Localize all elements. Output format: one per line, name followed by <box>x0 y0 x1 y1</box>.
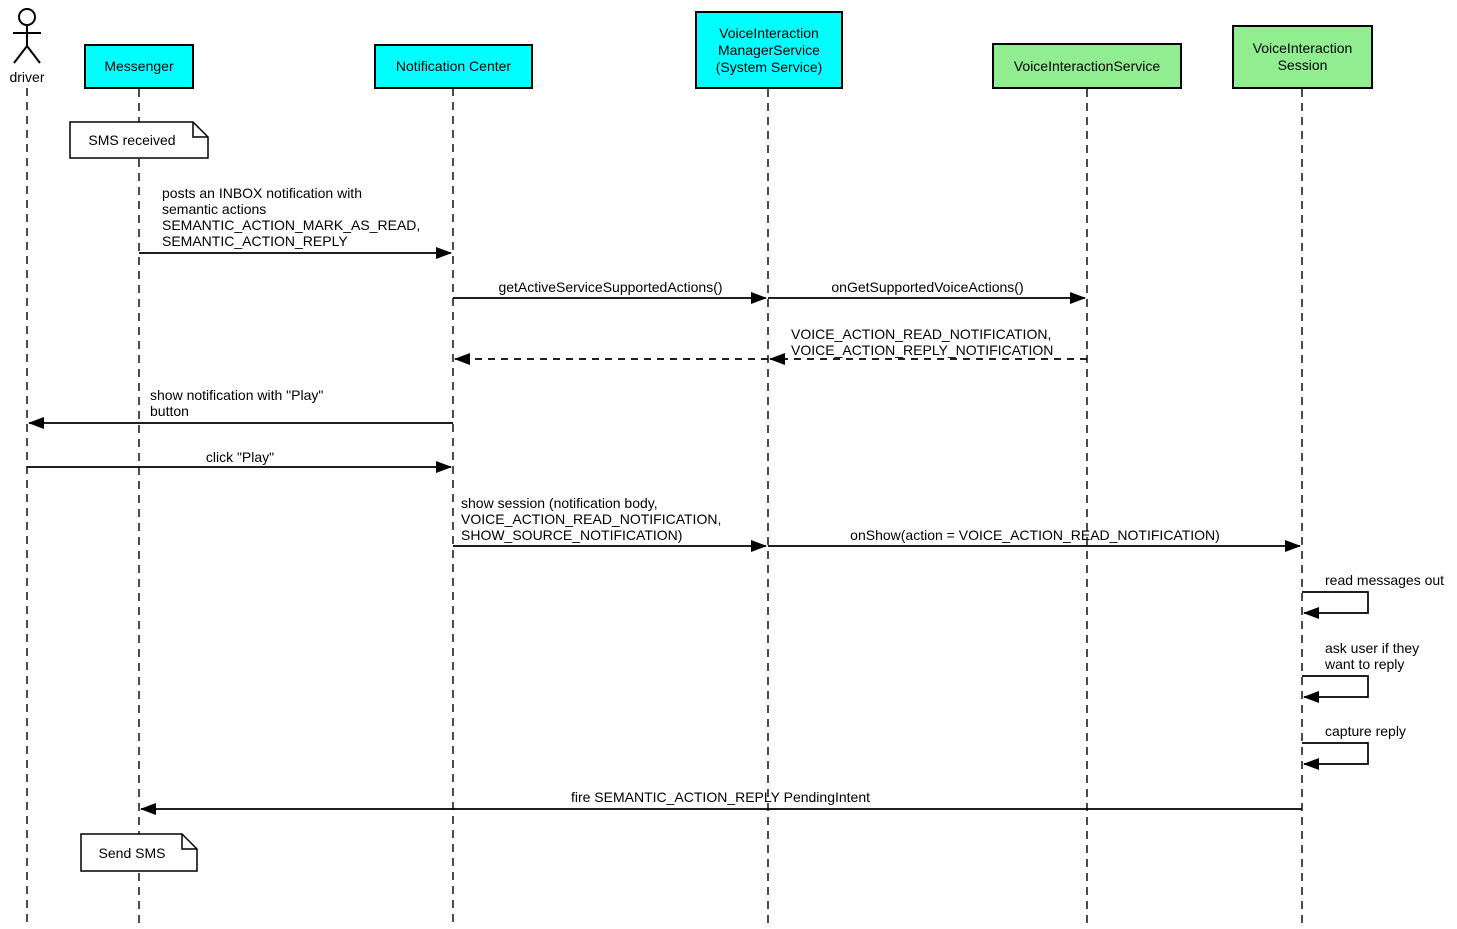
self-loop-capture-reply <box>1302 742 1369 770</box>
note-sms-received-fold-icon <box>192 122 208 138</box>
self-loop-ask-user-reply <box>1302 675 1369 703</box>
participant-notification-center-label: Notification Center <box>395 58 512 74</box>
message-label-ask-user-reply: ask user if they want to reply <box>1325 640 1420 672</box>
self-message-loops <box>1302 591 1369 770</box>
actor-driver-figure <box>13 8 41 64</box>
message-label-click-play: click "Play" <box>205 449 275 465</box>
note-send-sms-shape <box>80 833 198 872</box>
note-sms-received-shape <box>69 121 209 159</box>
participant-voiceinteractionservice: VoiceInteractionService <box>992 43 1182 89</box>
message-label-show-session: show session (notification body, VOICE_A… <box>461 495 722 543</box>
participant-voiceinteraction-session-label: VoiceInteraction Session <box>1252 40 1353 73</box>
actor-head <box>18 8 36 26</box>
message-label-get-active-service-supported-actions: getActiveServiceSupportedActions() <box>498 279 723 295</box>
participant-messenger-label: Messenger <box>104 58 174 74</box>
message-label-on-get-supported-voice-actions: onGetSupportedVoiceActions() <box>831 279 1024 295</box>
self-loop-read-messages-out <box>1302 591 1369 619</box>
participant-voiceinteraction-session: VoiceInteraction Session <box>1232 25 1373 89</box>
participant-notification-center: Notification Center <box>374 44 533 89</box>
actor-driver-label: driver <box>9 69 45 85</box>
message-label-show-notification-play: show notification with "Play" button <box>150 387 324 419</box>
participant-voiceinteractionservice-label: VoiceInteractionService <box>1013 57 1161 74</box>
message-label-voice-actions-return: VOICE_ACTION_READ_NOTIFICATION, VOICE_AC… <box>791 326 1054 358</box>
note-send-sms: Send SMS <box>98 844 166 861</box>
participant-messenger: Messenger <box>84 44 194 89</box>
note-sms-received: SMS received <box>88 132 176 148</box>
message-label-read-messages-out: read messages out <box>1325 572 1445 588</box>
actor-leg-right <box>26 45 41 64</box>
message-arrows <box>27 247 1302 815</box>
actor-leg-left <box>13 45 28 64</box>
message-label-on-show: onShow(action = VOICE_ACTION_READ_NOTIFI… <box>850 527 1220 543</box>
note-shapes <box>69 121 209 872</box>
message-label-capture-reply: capture reply <box>1325 723 1406 739</box>
message-label-posts-inbox-notification: posts an INBOX notification with semanti… <box>162 185 421 249</box>
participant-voiceinteraction-managerservice: VoiceInteraction ManagerService (System … <box>695 11 843 89</box>
message-label-fire-semantic-action-reply: fire SEMANTIC_ACTION_REPLY PendingIntent <box>570 789 871 805</box>
note-send-sms-fold-icon <box>181 834 197 850</box>
participant-voiceinteraction-managerservice-label: VoiceInteraction ManagerService (System … <box>715 24 823 75</box>
